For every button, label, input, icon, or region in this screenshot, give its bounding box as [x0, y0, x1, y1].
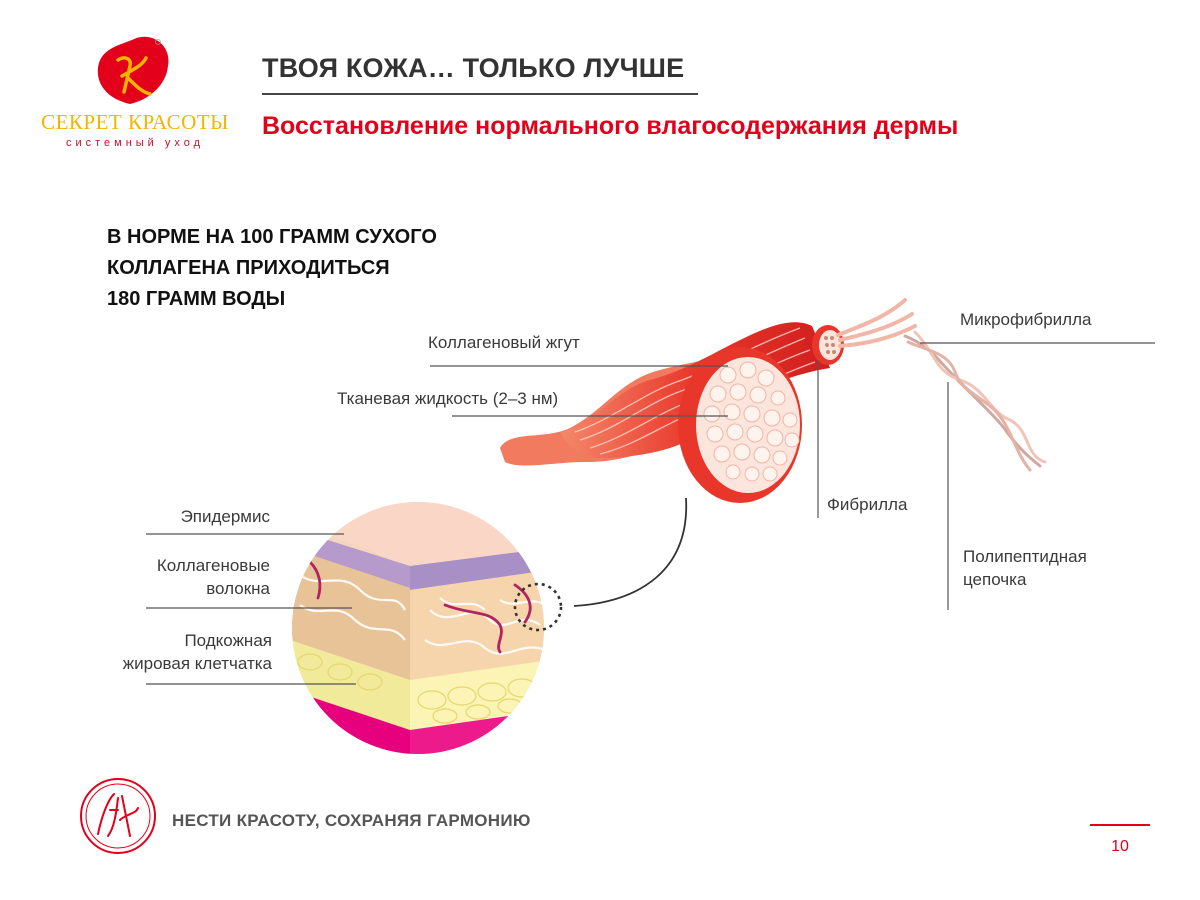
label-subcutaneous: Подкожная жировая клетчатка [60, 629, 272, 675]
page-title: ТВОЯ КОЖА… ТОЛЬКО ЛУЧШЕ [262, 53, 685, 83]
label-polypeptide-line: Полипептидная [963, 547, 1087, 566]
label-microfibril: Микрофибрилла [960, 310, 1092, 329]
norm-note-line: В НОРМЕ НА 100 ГРАММ СУХОГО [107, 226, 437, 248]
page-number: 10 [1111, 838, 1129, 855]
label-polypeptide-line: цепочка [963, 570, 1027, 589]
label-polypeptide: Полипептидная цепочка [963, 545, 1087, 591]
brand-name: СЕКРЕТ КРАСОТЫ [41, 110, 229, 134]
norm-note-line: 180 ГРАММ ВОДЫ [107, 288, 286, 310]
label-collagen-fibers: Коллагеновые волокна [80, 554, 270, 600]
leader-lines [430, 342, 1155, 610]
page-subtitle: Восстановление нормального влагосодержан… [262, 112, 959, 140]
norm-note-line: КОЛЛАГЕНА ПРИХОДИТЬСЯ [107, 257, 390, 279]
title-divider [262, 93, 698, 95]
label-collagen-fibers-line: Коллагеновые [156, 556, 270, 575]
brand-tagline: системный уход [65, 137, 205, 149]
label-fibril: Фибрилла [827, 495, 908, 514]
label-subcutaneous-line: Подкожная [184, 631, 272, 650]
norm-note: В НОРМЕ НА 100 ГРАММ СУХОГО КОЛЛАГЕНА ПР… [107, 222, 527, 315]
page-number-divider [1090, 824, 1150, 826]
skin-section-illustration [292, 497, 687, 754]
label-epidermis: Эпидермис [180, 507, 270, 526]
label-tissue-fluid: Тканевая жидкость (2‒3 нм) [337, 389, 559, 408]
label-subcutaneous-line: жировая клетчатка [122, 654, 272, 673]
collagen-bundle-illustration [500, 298, 1047, 503]
brand-logo-icon [97, 36, 169, 104]
footer-slogan: НЕСТИ КРАСОТУ, СОХРАНЯЯ ГАРМОНИЮ [172, 811, 531, 830]
label-collagen-bundle: Коллагеновый жгут [428, 333, 580, 352]
footer-monogram-icon [80, 778, 156, 854]
label-collagen-fibers-line: волокна [206, 579, 270, 598]
